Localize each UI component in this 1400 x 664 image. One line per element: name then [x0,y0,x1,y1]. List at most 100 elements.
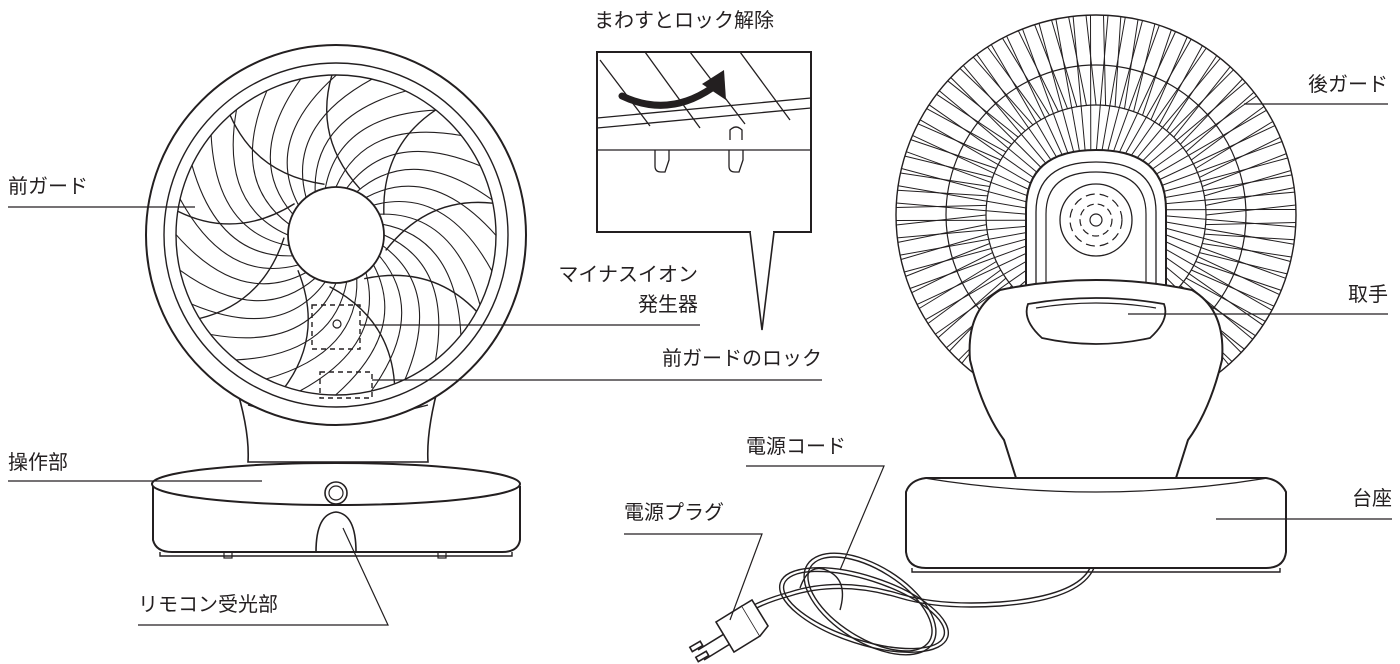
label-front-guard-lock: 前ガードのロック [662,346,822,370]
rear-guard-spoke [926,108,1007,153]
rear-guard-spoke [911,252,993,294]
power-button [324,481,348,505]
rear-guard-spoke [904,155,993,178]
rear-guard-spoke [1051,19,1078,107]
rear-guard-spoke [1072,16,1087,156]
label-rear-guard: 後ガード [1308,72,1388,96]
front-guard-wire [379,213,481,305]
ion-generator-marker [311,304,361,350]
rear-guard-spoke [1191,106,1265,161]
rear-guard-spoke [1068,16,1087,106]
label-control-panel: 操作部 [8,450,68,474]
fan-blade [284,270,309,388]
fan-blade [364,274,478,312]
rear-guard-spoke [898,185,1037,211]
front-guard-wire [235,281,348,361]
fan-blade [326,75,361,190]
rear-guard-spoke [897,224,1037,239]
front-guard-wire [266,278,358,380]
lock-detail-inset [596,51,812,331]
rear-guard-spoke [1205,204,1296,216]
rear-guard-spoke [1100,17,1126,156]
rear-guard-spoke [959,68,1026,132]
front-guard-wire [191,165,293,257]
rear-guard-spoke [1130,57,1221,167]
leader-power-cord [746,465,885,571]
rear-guard-spoke [927,269,1001,324]
rear-guard-spoke [905,243,990,277]
label-remote-receiver: リモコン受光部 [138,592,278,616]
label-handle: 取手 [1348,282,1388,306]
rear-guard-spoke [909,239,1042,289]
rear-guard-spoke [1173,66,1231,138]
rear-guard-spoke [1133,23,1156,112]
rear-guard-spoke [912,134,1040,195]
power-cord [688,552,1095,663]
rear-guard-spoke [896,202,1037,216]
rear-guard-spoke [896,214,987,226]
fan-blade [199,237,285,320]
rear-guard-spoke [1204,233,1295,241]
rear-guard-spoke [1085,15,1097,106]
rear-guard-spoke [1138,81,1246,173]
front-guard-wire [191,281,326,320]
rear-guard-spoke [987,46,1042,120]
front-guard-wire [382,245,421,380]
rear-guard-spoke [901,168,1038,206]
rear-guard-spoke [1155,214,1296,228]
leader-power-plug [624,533,763,621]
front-guard-wire [269,78,302,215]
label-power-cord: 電源コード [746,434,846,458]
label-minus-ion-line2: 発生器 [638,292,698,316]
rear-guard-spoke [1034,24,1068,109]
rear-guard-spoke [896,204,987,208]
rear-guard-spoke [1134,69,1234,170]
rear-guard-spoke [1006,35,1067,164]
rear-guard-spoke [1191,269,1275,307]
rear-guard-spoke [1120,38,1192,161]
front-guard-wire [324,109,437,189]
rear-guard-spoke [1202,243,1292,258]
rear-guard-spoke [976,54,1058,170]
front-hub [287,186,385,284]
rear-guard-spoke [1195,121,1274,169]
rear-guard-spoke [1055,19,1081,158]
rear-guard-spoke [1199,252,1288,275]
label-power-plug: 電源プラグ [624,500,724,524]
rear-guard-spoke [1152,235,1280,296]
front-guard-wire [232,109,289,236]
rear-guard-spoke [1202,153,1287,187]
rear-guard-spoke [1116,31,1177,159]
rear-guard-spoke [917,123,1001,161]
rear-guard-spoke [1154,224,1291,262]
rear-guard-spoke [1114,16,1122,107]
front-guard-wire [210,282,337,339]
rear-guard-spoke [938,90,1048,181]
rear-guard-spoke [1155,191,1295,206]
front-fan [145,44,527,559]
rear-guard-spoke [900,230,1039,256]
front-guard-wire [286,75,337,206]
rear-guard-spoke [1185,91,1255,153]
rear-guard-spoke [904,235,1040,273]
rear-guard-spoke [1144,109,1267,182]
rear-guard-spoke [1141,95,1257,177]
front-guard-wire [179,269,316,302]
rear-guard-spoke [906,151,1039,200]
front-guard-wire [382,223,462,336]
rear-guard-spoke [928,104,1045,186]
fan-blade [383,109,437,215]
rear-guard-spoke [950,77,1051,177]
rear-guard-spoke [1155,219,1294,245]
rear-guard-spoke [1150,36,1188,120]
front-guard-wire [335,131,462,188]
rear-guard-spoke [937,277,1007,339]
rear-guard-spoke [918,261,997,309]
rear-guard-spoke [1205,187,1295,206]
rear-guard-spoke [1153,174,1292,200]
front-guard-wire [373,201,493,272]
rear-guard-spoke [919,119,1042,191]
rear-guard-spoke [900,172,990,187]
front-guard-wire [356,168,493,201]
rear-guard-spoke [1166,55,1218,131]
